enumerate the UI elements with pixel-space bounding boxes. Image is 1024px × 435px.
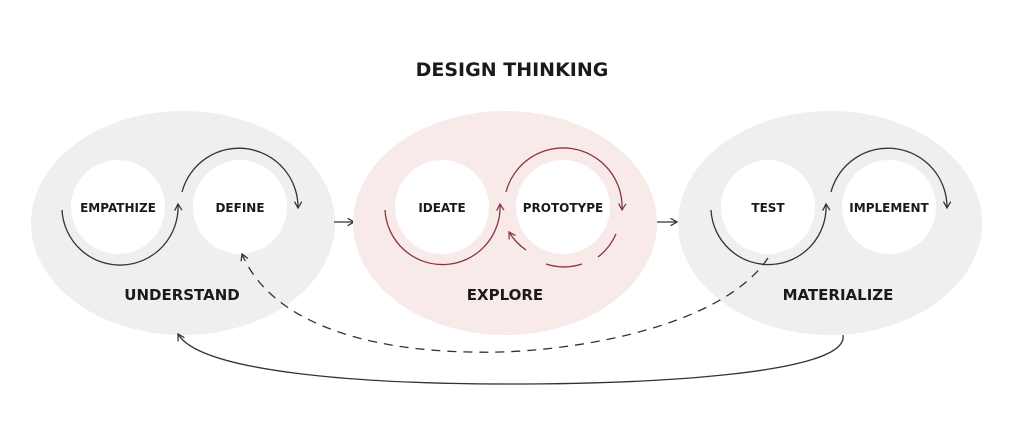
empathize-cycle-arrow bbox=[61, 202, 183, 266]
empathize-circle bbox=[71, 160, 165, 254]
prototype-circle bbox=[516, 160, 610, 254]
feedback-test-to-define bbox=[240, 252, 769, 353]
step-ideate: IDEATE bbox=[418, 201, 465, 215]
phase-explore: EXPLORE bbox=[467, 286, 543, 304]
implement-cycle-arrow bbox=[830, 147, 952, 210]
prototype-loop-segment-3 bbox=[508, 230, 527, 251]
prototype-loop-segment-2 bbox=[545, 263, 583, 268]
step-empathize: EMPATHIZE bbox=[80, 201, 156, 215]
diagram-title: DESIGN THINKING bbox=[416, 59, 609, 81]
feedback-materialize-to-understand bbox=[177, 332, 844, 385]
implement-circle bbox=[842, 160, 936, 254]
step-test: TEST bbox=[751, 201, 785, 215]
step-implement: IMPLEMENT bbox=[849, 201, 929, 215]
phase-materialize: MATERIALIZE bbox=[783, 286, 894, 304]
step-prototype: PROTOTYPE bbox=[523, 201, 604, 215]
test-circle bbox=[721, 160, 815, 254]
ideate-cycle-arrow bbox=[384, 202, 505, 266]
define-circle bbox=[193, 160, 287, 254]
ideate-circle bbox=[395, 160, 489, 254]
phase-understand: UNDERSTAND bbox=[124, 286, 239, 304]
prototype-cycle-arrow bbox=[505, 147, 627, 212]
step-define: DEFINE bbox=[215, 201, 264, 215]
prototype-loop-segment-1 bbox=[597, 233, 617, 258]
define-cycle-arrow bbox=[181, 147, 303, 210]
test-cycle-arrow bbox=[710, 202, 831, 266]
